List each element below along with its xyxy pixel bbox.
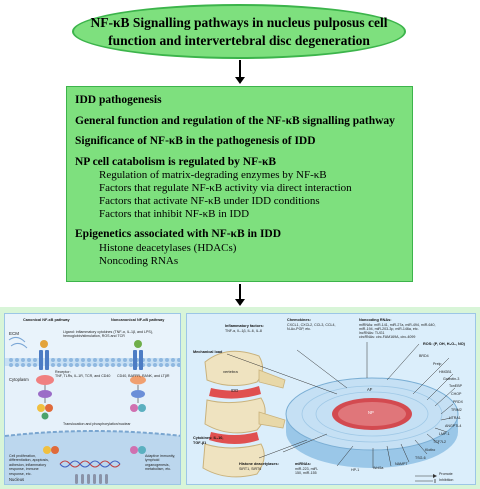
- section-heading: IDD pathogenesis: [75, 94, 162, 106]
- mirna-line: miRNAs: miR-141, miR-27a, miR-494, miR-6…: [359, 323, 436, 327]
- factor-label: CHOP: [451, 392, 462, 396]
- canonical-title: Canonical NF-κB pathway: [23, 318, 70, 322]
- ligand-text: Ligand: inflammatory cytokines (TNF-α, I…: [63, 330, 154, 334]
- legend-promote: Promote: [439, 472, 453, 476]
- title-line-2: function and intervertebral disc degener…: [108, 32, 370, 48]
- lncrna-line: lncRNAs: TUG1: [359, 331, 385, 335]
- section-heading: Significance of NF-κB in the pathogenesi…: [75, 135, 316, 147]
- cytokines-label: Cytokines: IL-10, TGF-β1: [193, 436, 224, 445]
- section-item: Factors that regulate NF-κB activity via…: [99, 182, 352, 194]
- arrow-down-1: [235, 60, 245, 84]
- title-ellipse: NF-κB Signalling pathways in nucleus pul…: [72, 4, 406, 59]
- inflammatory-list: TNF-α, IL-1β, IL-6, IL-8: [225, 329, 262, 333]
- factor-label: Prelp: [433, 362, 442, 366]
- factor-label: HTRA1: [449, 416, 461, 420]
- spine-icon: [202, 350, 286, 478]
- factor-label: TRIM2: [451, 408, 462, 412]
- factor-label: Klotho: [425, 448, 436, 452]
- receptor-label: Receptor:: [55, 370, 71, 374]
- section-item: Histone deacetylases (HDACs): [99, 241, 237, 254]
- factor-label: Galectin-3: [443, 377, 460, 381]
- factor-label: TonEBP: [449, 384, 462, 388]
- factor-label: NAMPT: [395, 462, 408, 466]
- section-item: Noncoding RNAs: [99, 254, 179, 267]
- factor-label: PRDX: [453, 400, 463, 404]
- section-heading: NP cell catabolism is regulated by NF-κB: [75, 155, 277, 168]
- ligand-text-2: hemoglobin/stimulation, ROS and TCR: [63, 334, 125, 338]
- noncanonical-title: Noncanonical NF-κB pathway: [111, 318, 165, 322]
- factor-label: HMGB1: [439, 370, 452, 374]
- histone-label: Histone deacetylases:: [239, 462, 279, 466]
- pathway-illustration: [5, 314, 180, 484]
- idd-factors-figure: Inflammatory factors: TNF-α, IL-1β, IL-6…: [186, 313, 476, 485]
- title-line-1: NF-κB Signalling pathways in nucleus pul…: [90, 14, 388, 30]
- mechanical-load-label: Mechanical load: [193, 350, 223, 354]
- disc-illustration: [202, 342, 459, 483]
- idd-label: IDD: [231, 388, 239, 393]
- nfkb-pathway-figure: Canonical NF-κB pathway Noncanonical NF-…: [4, 313, 181, 485]
- section-item: Factors that inhibit NF-κB in IDD: [99, 208, 250, 220]
- inflammatory-factors-label: Inflammatory factors:: [225, 324, 264, 328]
- annulus-label: AF: [367, 387, 373, 392]
- outcome-left: Cell proliferation, differentiation, apo…: [9, 454, 49, 476]
- factor-label: HP-1: [351, 468, 360, 472]
- vertebra-label: vertebra: [223, 369, 238, 374]
- chemokines-label: Chemokines:: [287, 318, 311, 322]
- section-item: Regulation of matrix-degrading enzymes b…: [99, 169, 327, 181]
- arrow-down-2: [235, 284, 245, 306]
- factor-label: LMP-1: [439, 432, 450, 436]
- mirnas-bottom-list: miR-223, miR-150, miR-155: [295, 467, 319, 476]
- ros-label: ROS: (P, OH, H₂O₂, NO): [423, 342, 465, 346]
- factor-label: BRD4: [419, 354, 429, 358]
- histone-list: SIRT1, SIRT6: [239, 467, 262, 471]
- translocation-label: Translocation and phosphorylation/nuclea…: [63, 422, 131, 426]
- section-item: Factors that activate NF-κB under IDD co…: [99, 195, 320, 207]
- chemokine-list: CXCL1, CXCL2, CCL3, CCL4,: [287, 323, 336, 327]
- nucleus-label: Nucleus: [9, 477, 25, 482]
- receptor-list-right: CD40, BAFFR, RANK, and LTβR: [117, 374, 170, 378]
- legend-inhibit: Inhibition: [439, 478, 454, 482]
- factor-label: Wnt5a: [373, 466, 384, 470]
- np-label: NP: [368, 410, 374, 415]
- factor-label: TCF7L2: [433, 440, 446, 444]
- outcome-right: Adaptive immunity, lymphoid organogenesi…: [145, 454, 176, 472]
- mirnas-bottom-label: miRNAs:: [295, 462, 312, 466]
- mirna-line-2: miR-194, miR-203-3p, miR-146a, etc.: [359, 327, 419, 331]
- factor-label: ANGPTL4: [445, 424, 462, 428]
- cytoplasm-label: Cytoplasm: [9, 377, 29, 382]
- receptor-list-left: TNF, TLRs, IL-1R, TCR, and CD40: [55, 374, 111, 378]
- section-heading: General function and regulation of the N…: [75, 114, 395, 127]
- ecm-label: ECM: [9, 331, 19, 336]
- outline-box: IDD pathogenesis General function and re…: [66, 86, 413, 282]
- chemokine-list-2: N-Ac-PGP, etc.: [287, 327, 312, 331]
- circrna-line: circRNAs: circ-FAM169A, circ-4099: [359, 335, 416, 339]
- factor-label: TSG-6: [415, 456, 426, 460]
- section-heading: Epigenetics associated with NF-κB in IDD: [75, 228, 282, 240]
- noncoding-label: Noncoding RNAs:: [359, 318, 392, 322]
